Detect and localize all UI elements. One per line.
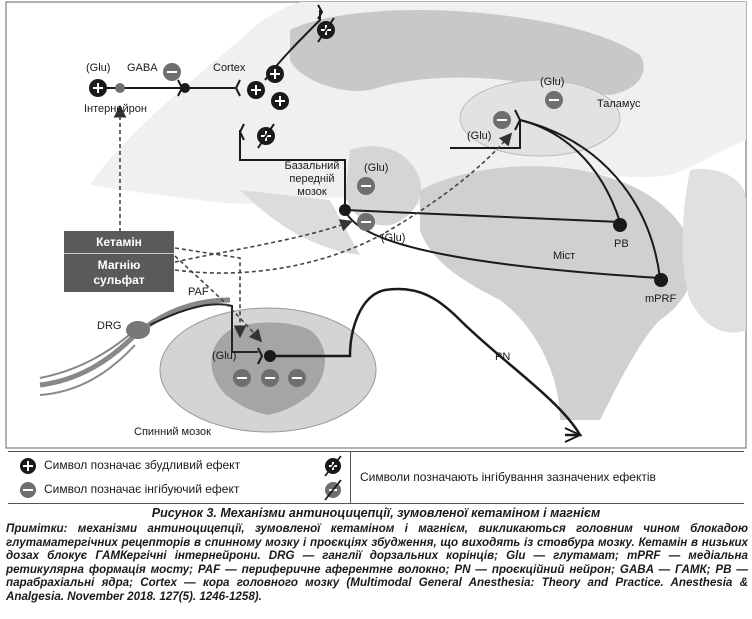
- inhibitory-symbols: [163, 63, 563, 387]
- inhibitory-symbol: [545, 91, 563, 109]
- excitatory-symbol: [271, 92, 289, 110]
- inhibitory-symbol: [163, 63, 181, 81]
- inhibitory-symbol: [233, 369, 251, 387]
- diagram-canvas: [5, 1, 747, 449]
- synapse-top: [317, 4, 324, 20]
- figure-notes: Примітки: механізми антиноцицепції, зумо…: [6, 522, 748, 603]
- pb-label: PB: [614, 238, 629, 250]
- excitatory-symbol: [247, 81, 265, 99]
- glu-label-spinal: (Glu): [212, 350, 237, 362]
- mprf-label: mPRF: [645, 293, 677, 305]
- glu-label-interneuron: (Glu): [86, 62, 111, 74]
- gaba-label: GABA: [127, 62, 158, 74]
- paf-fiber-3: [39, 329, 136, 379]
- basal-node: [339, 204, 351, 216]
- blocked-excitatory-symbol: [317, 17, 335, 43]
- corpus-callosum: [290, 10, 644, 95]
- excitatory-symbol: [266, 65, 284, 83]
- neuron-nodes: [115, 83, 668, 362]
- dash-to-spinal: [174, 247, 247, 339]
- drug-dashed-paths: [113, 104, 513, 343]
- excitatory-legend-icon: [20, 458, 36, 474]
- inhibitory-symbol: [493, 111, 511, 129]
- glu-label-thalamus-left: (Glu): [467, 130, 492, 142]
- magnesium-line-2: сульфат: [93, 273, 145, 287]
- thalamus-shape: [459, 79, 621, 157]
- glu-label-basal-lower: (Glu): [381, 232, 406, 244]
- excitatory-symbols: [89, 65, 289, 110]
- dash-to-spinal-2: [174, 255, 263, 343]
- paf-fiber-2: [39, 344, 136, 396]
- basal-forebrain-line-2: передній: [289, 173, 335, 185]
- thalamus-cortex-link: [450, 120, 521, 149]
- inhibitory-legend-text: Символ позначає інгібуючий ефект: [44, 482, 240, 496]
- dash-to-thalamus: [174, 132, 513, 274]
- drg-body: [126, 321, 150, 339]
- magnesium-box: Магнію сульфат: [64, 254, 174, 292]
- drg-label: DRG: [97, 320, 122, 332]
- pn-terminal: [564, 427, 583, 443]
- pb-node: [613, 218, 627, 232]
- paf-label: PAF: [188, 286, 209, 298]
- ketamine-box: Кетамін: [64, 231, 174, 254]
- magnesium-line-1: Магнію: [97, 258, 141, 272]
- spinal-node: [264, 350, 276, 362]
- interneuron-body: [115, 83, 125, 93]
- blocked-legend-icons: [324, 455, 342, 501]
- excitatory-symbol: [89, 79, 107, 97]
- cortex-to-basal: [239, 130, 346, 210]
- basal-forebrain-label: Базальний передній мозок: [280, 160, 344, 199]
- blocked-legend-text: Символи позначають інгібування зазначени…: [360, 470, 656, 484]
- basal-forebrain-line-3: мозок: [297, 186, 327, 198]
- blocked-excitatory-symbol: [257, 123, 275, 149]
- pn-label: PN: [495, 351, 511, 363]
- synapse-cortex: [234, 79, 241, 97]
- pn-pathway: [270, 287, 583, 437]
- dash-to-basal: [174, 219, 354, 263]
- interneuron-label: Інтернейрон: [84, 103, 147, 115]
- thalamus-to-mprf: [519, 119, 661, 279]
- inhibitory-legend-icon: [20, 482, 36, 498]
- blocked-symbols: [257, 17, 335, 149]
- paf-central-branch: [149, 303, 258, 353]
- spinal-cord-label: Спинний мозок: [134, 426, 211, 438]
- mechanism-diagram: (Glu) GABA Cortex Інтернейрон (Glu) Тала…: [5, 1, 747, 449]
- legend: Символ позначає збудливий ефект Символ п…: [8, 451, 744, 504]
- interneuron-node: [180, 83, 190, 93]
- basal-to-pb: [344, 209, 621, 223]
- pathways: [100, 10, 661, 443]
- synapse-spinal: [257, 347, 264, 365]
- legend-divider: [350, 452, 351, 503]
- pons-label: Міст: [553, 250, 576, 262]
- synapse-gaba: [177, 79, 184, 97]
- synapse-cortex-lower: [238, 123, 245, 141]
- glu-label-basal: (Glu): [364, 162, 389, 174]
- cortex-label: Cortex: [213, 62, 246, 74]
- cerebellum-shape: [682, 169, 746, 333]
- nerve-fibers: [39, 297, 258, 396]
- basal-forebrain-shape: [345, 146, 421, 226]
- excitatory-legend-text: Символ позначає збудливий ефект: [44, 458, 241, 472]
- inhibitory-symbol: [357, 177, 375, 195]
- spinal-grey-matter: [211, 322, 325, 415]
- figure-caption: Рисунок 3. Механізми антиноцицепції, зум…: [151, 506, 601, 520]
- inhibitory-symbol: [357, 213, 375, 231]
- synapse-marks: [177, 4, 522, 365]
- glu-label-thalamus-top: (Glu): [540, 76, 565, 88]
- mprf-node: [654, 273, 668, 287]
- thalamus-label: Таламус: [597, 98, 641, 110]
- inhibitory-symbol: [261, 369, 279, 387]
- synapse-thalamus: [514, 109, 522, 131]
- basal-forebrain-line-1: Базальний: [284, 160, 340, 172]
- optic-area-shape: [240, 190, 360, 255]
- inhibitory-symbol: [288, 369, 306, 387]
